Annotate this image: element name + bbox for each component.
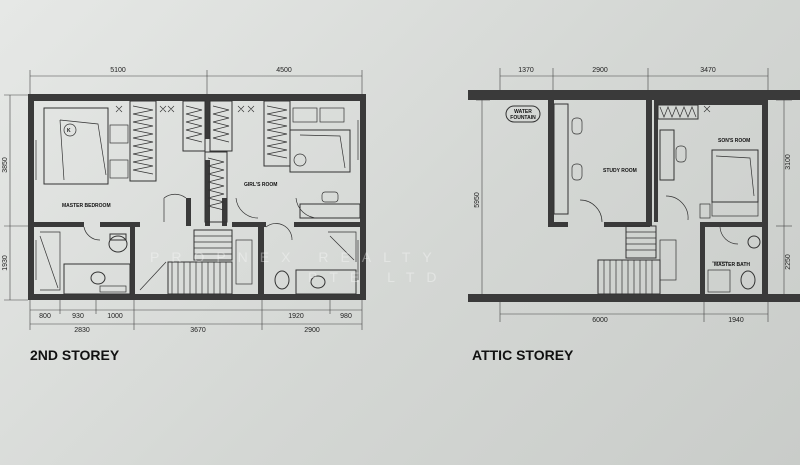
room-label-girls-room: GIRL'S ROOM	[244, 182, 277, 188]
water-fountain: WATER FOUNTAIN	[505, 105, 541, 123]
dim-label: 6000	[592, 317, 608, 324]
dim-label: 1370	[518, 67, 534, 74]
dim-label: 2900	[592, 67, 608, 74]
dim-label: 4500	[276, 67, 292, 74]
dim-label: 930	[72, 313, 84, 320]
dimension-right-attic: 3100 2250	[776, 99, 792, 297]
watermark: PROPNEX REALTY PTE LTD	[150, 249, 449, 285]
windows-2nd	[35, 120, 359, 280]
dim-label: 2830	[74, 327, 90, 334]
room-label-master-bath: MASTER BATH	[714, 262, 750, 268]
wardrobes-2nd	[115, 100, 291, 223]
common-bath-fixtures	[274, 231, 357, 295]
bed-icon	[289, 107, 351, 173]
dim-label: 980	[340, 313, 352, 320]
toilet-icon	[740, 270, 756, 290]
stair-icon	[139, 229, 253, 295]
watermark-line: PROPNEX REALTY	[150, 249, 444, 265]
room-label-sons-room: SON'S ROOM	[718, 138, 750, 144]
toilet-icon	[108, 235, 128, 253]
wardrobes-attic	[657, 104, 711, 120]
basin-icon	[310, 275, 326, 289]
plan-2nd-storey: 5100 4500 3850 1930	[2, 67, 366, 363]
desk-icon	[553, 103, 687, 215]
dimension-top-attic: 1370 2900 3470	[499, 67, 769, 90]
bed-icon	[699, 149, 759, 219]
desk-icon	[299, 191, 361, 219]
dimension-left-attic: 5950	[474, 99, 490, 297]
dimension-bottom-attic: 6000 1940	[499, 302, 769, 324]
plan-title: 2ND STOREY	[30, 347, 120, 363]
dim-label: 1940	[728, 317, 744, 324]
doors-attic	[579, 195, 739, 245]
room-label-master-bedroom: MASTER BEDROOM	[62, 203, 111, 209]
dim-label: 1000	[107, 313, 123, 320]
dim-label: 3850	[2, 157, 9, 173]
feature-label: FOUNTAIN	[510, 115, 536, 121]
watermark-line: PTE LTD	[308, 269, 449, 285]
toilet-icon	[274, 270, 290, 290]
doors-2nd	[83, 193, 319, 241]
dimension-bottom-2nd: 800 930 1000 1920 980 2830 3670 2900	[29, 300, 363, 334]
dim-label: 3470	[700, 67, 716, 74]
dimension-left-2nd: 3850 1930	[2, 94, 28, 301]
basin-icon	[90, 271, 106, 285]
bed-icon: K	[43, 107, 129, 185]
room-label-study-room: STUDY ROOM	[603, 168, 637, 174]
dim-label: 5950	[474, 192, 481, 208]
feature-label: WATER	[514, 109, 532, 115]
plan-attic-storey: 1370 2900 3470 5950 3100 2250	[468, 67, 800, 363]
dim-label: 5100	[110, 67, 126, 74]
dim-label: 3100	[785, 154, 792, 170]
dim-label: 2250	[785, 254, 792, 270]
dim-label: 1930	[2, 255, 9, 271]
dim-label: 3670	[190, 327, 206, 334]
dim-label: 800	[39, 313, 51, 320]
walls-attic	[468, 90, 800, 302]
plan-title: ATTIC STOREY	[472, 347, 574, 363]
master-bath-fixtures	[39, 231, 131, 295]
walls-2nd	[28, 94, 366, 300]
svg-text:K: K	[67, 128, 71, 134]
basin-icon	[747, 235, 761, 249]
dim-label: 1920	[288, 313, 304, 320]
master-bath-attic-fixtures	[707, 235, 761, 293]
dimension-top-2nd: 5100 4500	[29, 67, 363, 95]
stair-icon	[597, 225, 677, 295]
dim-label: 2900	[304, 327, 320, 334]
